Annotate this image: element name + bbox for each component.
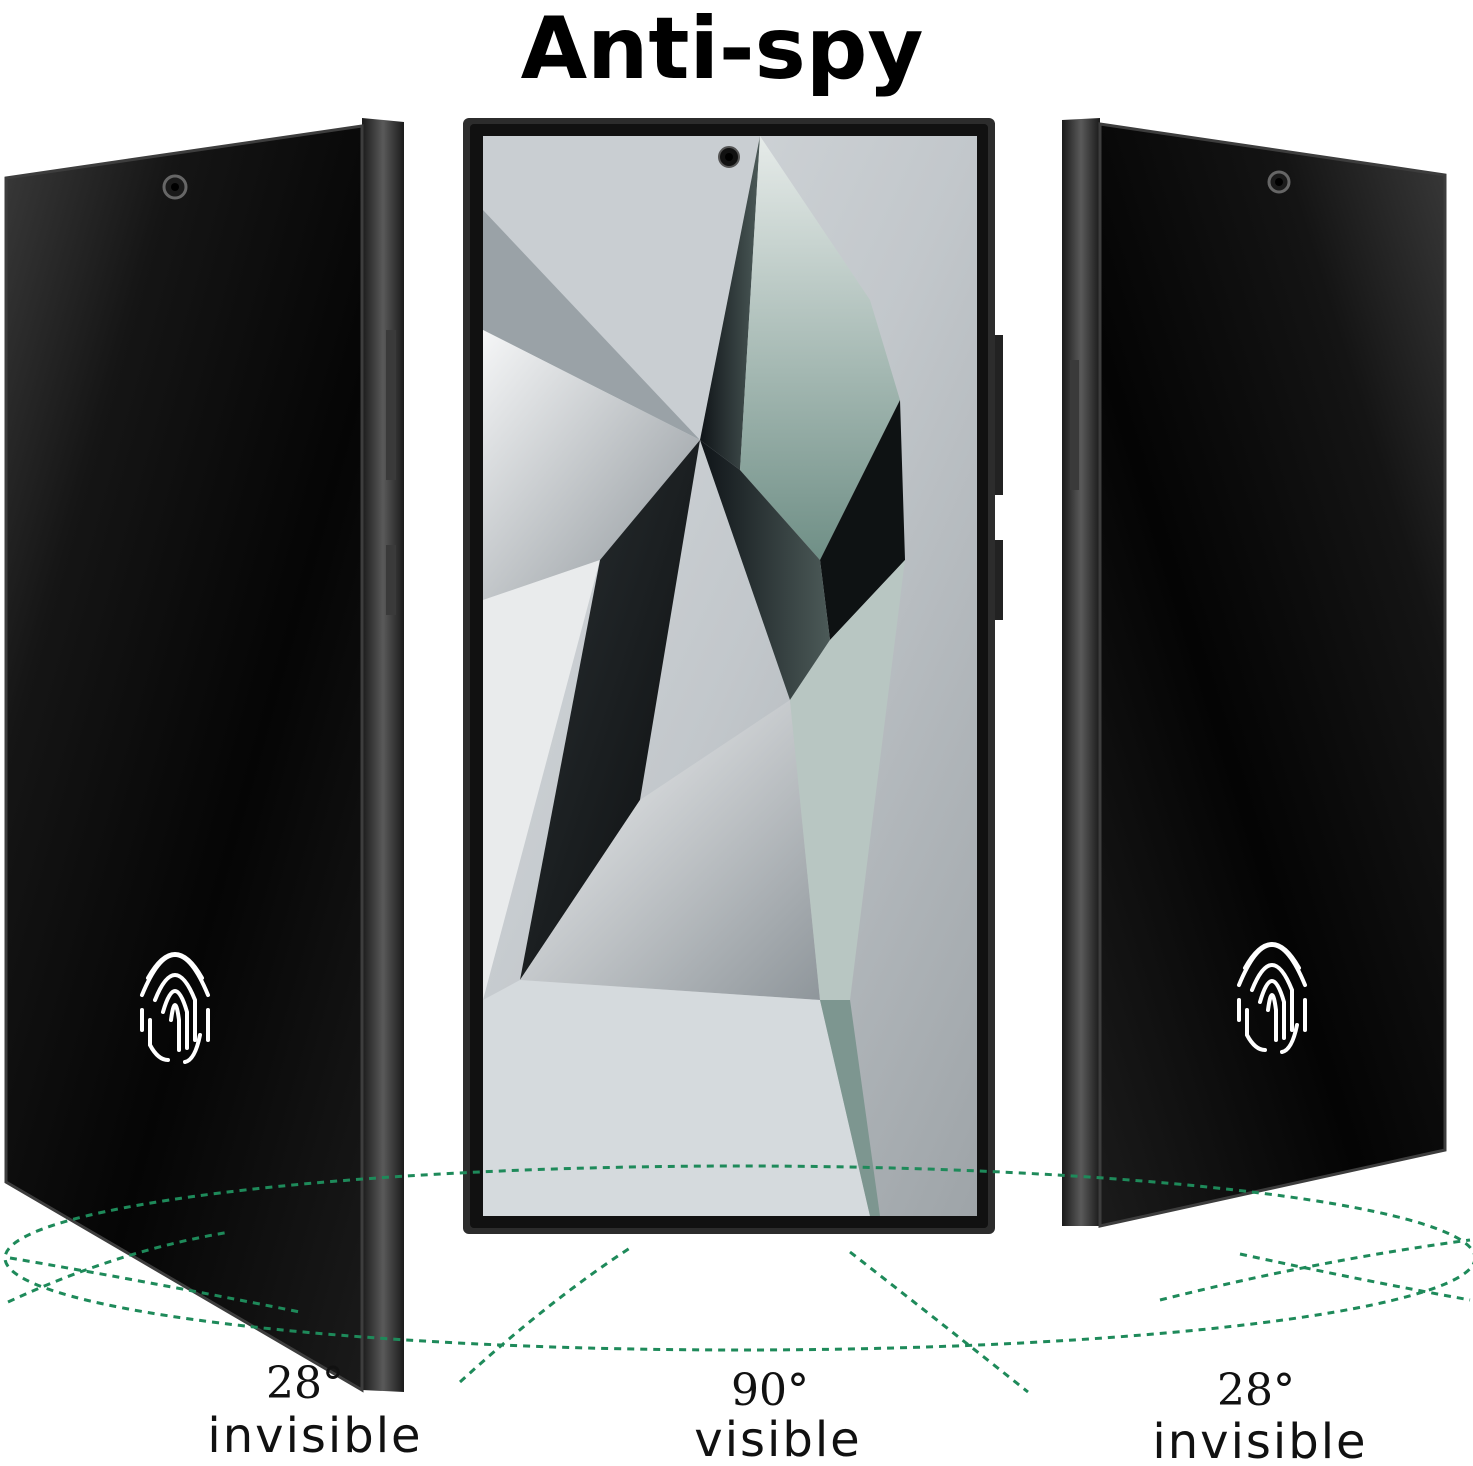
sight-line-left: [7, 1230, 231, 1304]
right-phone-privacy-screen: [1098, 122, 1447, 1228]
left-phone-button: [386, 330, 396, 480]
caption-left-label: invisible: [207, 1408, 422, 1464]
caption-center-angle: 90°: [731, 1365, 809, 1416]
viewing-angle-arc: [3, 1164, 1473, 1394]
center-phone: [463, 118, 1003, 1234]
right-phone: [1062, 118, 1447, 1228]
sight-line-right: [1159, 1238, 1471, 1302]
caption-center-label: visible: [694, 1412, 861, 1466]
right-phone-side-frame: [1062, 118, 1100, 1226]
fingerprint-icon: [140, 952, 210, 1064]
left-phone: [4, 118, 404, 1393]
sight-line-center-right: [849, 1250, 1029, 1394]
left-phone-button: [386, 545, 396, 615]
caption-left-angle: 28°: [266, 1358, 344, 1409]
title: Anti-spy: [521, 0, 924, 99]
right-phone-button: [1070, 360, 1079, 490]
camera-icon: [162, 174, 188, 200]
camera-icon: [718, 146, 740, 168]
caption-right-label: invisible: [1152, 1414, 1367, 1466]
caption-center: 90° visible: [694, 1365, 861, 1466]
fingerprint-icon: [1237, 942, 1307, 1054]
center-phone-button: [995, 540, 1003, 620]
center-phone-wallpaper: [483, 136, 977, 1216]
sight-line-right: [1239, 1252, 1471, 1302]
center-phone-button: [995, 335, 1003, 495]
caption-right: 28° invisible: [1152, 1365, 1367, 1466]
left-phone-privacy-screen: [4, 124, 364, 1393]
camera-icon: [1267, 170, 1291, 194]
sight-line-left: [9, 1256, 301, 1314]
sight-line-center-left: [458, 1246, 631, 1384]
left-phone-side-frame: [362, 118, 404, 1392]
caption-right-angle: 28°: [1217, 1365, 1295, 1416]
caption-left: 28° invisible: [207, 1358, 422, 1464]
